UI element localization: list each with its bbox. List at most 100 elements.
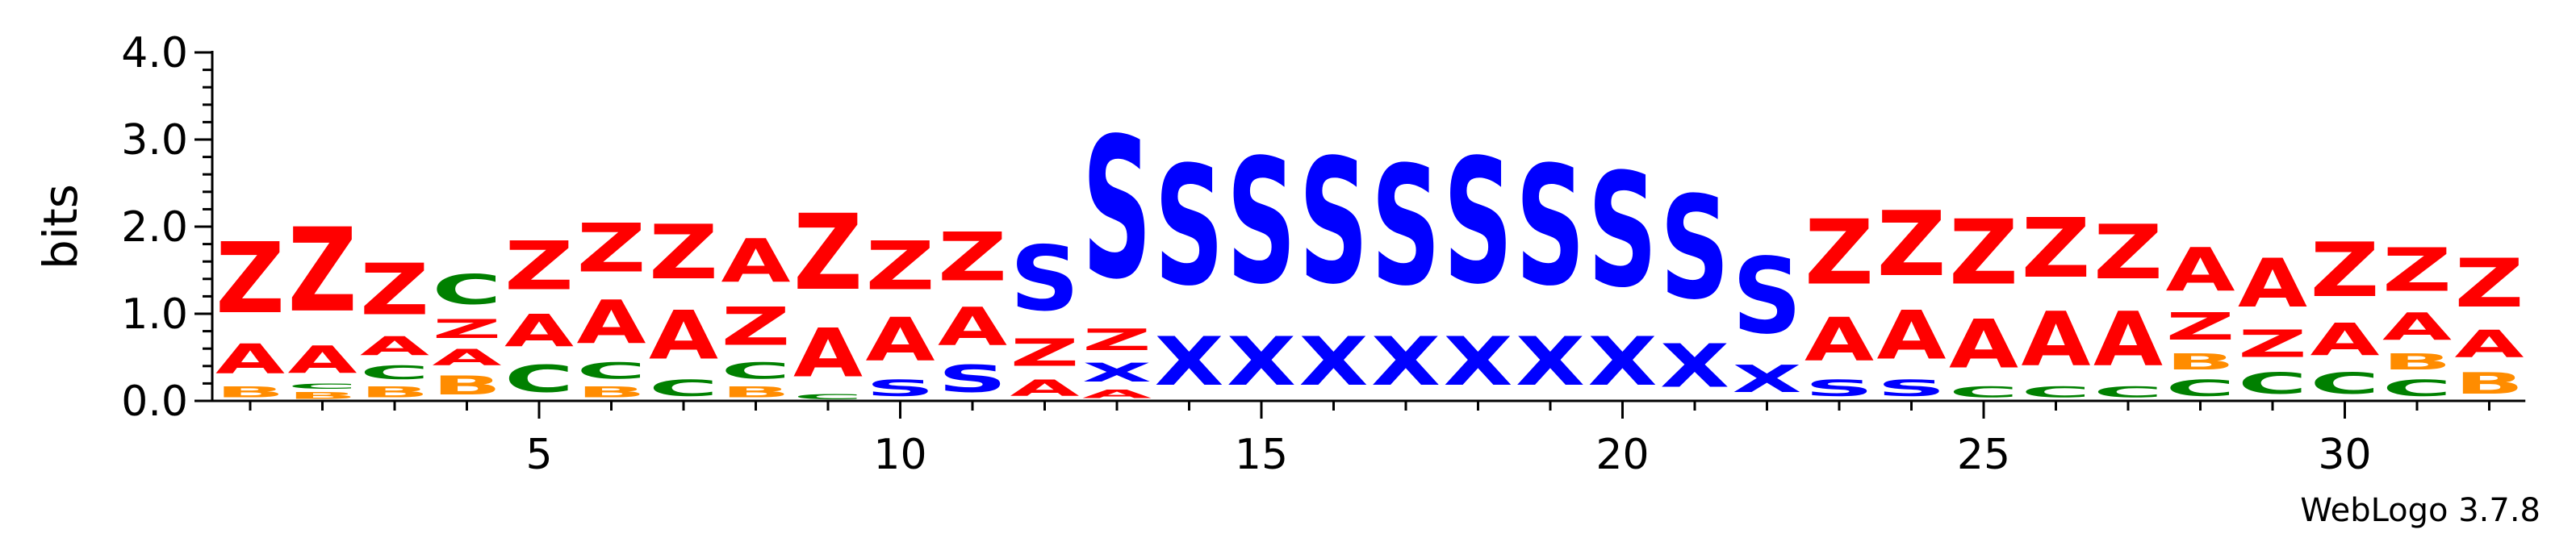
logo-letter-x-pos-15: X bbox=[1227, 323, 1296, 401]
logo-letter-a-pos-2: A bbox=[288, 339, 358, 382]
logo-letter-b-pos-6: B bbox=[577, 384, 646, 401]
logo-letter-x-pos-22: X bbox=[1733, 358, 1802, 402]
logo-letter-z-pos-31: Z bbox=[2382, 236, 2452, 305]
logo-letter-z-pos-32: Z bbox=[2455, 245, 2524, 323]
logo-letter-c-pos-2: C bbox=[287, 382, 357, 390]
logo-letter-c-pos-8: C bbox=[721, 357, 791, 383]
logo-letter-s-pos-11: S bbox=[938, 358, 1007, 402]
logo-letter-a-pos-25: A bbox=[1949, 306, 2018, 384]
x-tick-label: 20 bbox=[1595, 431, 1649, 479]
logo-letter-a-pos-4: A bbox=[433, 344, 502, 370]
logo-letter-c-pos-6: C bbox=[577, 357, 646, 383]
x-tick-label: 5 bbox=[525, 431, 552, 479]
logo-letter-c-pos-5: C bbox=[504, 357, 574, 401]
logo-letter-s-pos-23: S bbox=[1804, 375, 1874, 401]
logo-letter-c-pos-3: C bbox=[360, 362, 429, 384]
logo-letter-a-pos-1: A bbox=[215, 336, 285, 384]
logo-letter-b-pos-28: B bbox=[2166, 349, 2235, 375]
y-axis-label: bits bbox=[33, 184, 88, 269]
y-tick-label: 4.0 bbox=[121, 29, 188, 77]
logo-letter-z-pos-4: Z bbox=[433, 314, 502, 344]
logo-letter-b-pos-2: B bbox=[288, 390, 358, 401]
logo-letter-b-pos-1: B bbox=[215, 384, 285, 401]
logo-letter-s-pos-22: S bbox=[1733, 237, 1802, 358]
logo-letter-b-pos-32: B bbox=[2455, 366, 2524, 401]
logo-letter-s-pos-14: S bbox=[1155, 131, 1224, 323]
logo-letter-z-pos-24: Z bbox=[1877, 192, 1947, 296]
logo-letter-z-pos-12: Z bbox=[1010, 332, 1080, 375]
logo-letter-c-pos-28: C bbox=[2166, 375, 2235, 401]
logo-letter-c-pos-31: C bbox=[2382, 375, 2452, 401]
logo-letter-a-pos-29: A bbox=[2238, 245, 2307, 323]
y-tick-label: 3.0 bbox=[121, 116, 188, 165]
logo-letter-a-pos-6: A bbox=[577, 288, 646, 357]
logo-letter-c-pos-7: C bbox=[649, 375, 718, 401]
logo-letter-z-pos-30: Z bbox=[2310, 227, 2380, 315]
logo-letter-s-pos-13: S bbox=[1082, 96, 1152, 322]
logo-letter-a-pos-30: A bbox=[2310, 314, 2380, 365]
logo-letter-c-pos-4: C bbox=[432, 266, 501, 314]
logo-letter-x-pos-17: X bbox=[1371, 323, 1441, 401]
logo-letter-c-pos-27: C bbox=[2093, 383, 2163, 401]
x-tick-label: 15 bbox=[1235, 431, 1288, 479]
logo-letter-z-pos-28: Z bbox=[2166, 306, 2235, 349]
y-tick-label: 1.0 bbox=[121, 290, 188, 339]
logo-letter-z-pos-10: Z bbox=[866, 227, 935, 306]
logo-letter-c-pos-25: C bbox=[1949, 383, 2018, 401]
logo-letter-s-pos-19: S bbox=[1516, 131, 1585, 323]
logo-letter-s-pos-18: S bbox=[1444, 123, 1513, 323]
weblogo-credit: WebLogo 3.7.8 bbox=[2300, 492, 2540, 529]
logo-letter-x-pos-14: X bbox=[1155, 323, 1224, 401]
logo-letter-a-pos-3: A bbox=[360, 332, 429, 362]
logo-letter-x-pos-13: X bbox=[1082, 358, 1152, 388]
logo-letter-x-pos-20: X bbox=[1588, 323, 1658, 401]
logo-letter-a-pos-5: A bbox=[504, 306, 574, 357]
logo-letter-z-pos-29: Z bbox=[2238, 323, 2307, 366]
logo-letter-a-pos-27: A bbox=[2093, 297, 2163, 384]
logo-letter-x-pos-16: X bbox=[1299, 323, 1369, 401]
logo-letter-z-pos-11: Z bbox=[938, 219, 1007, 297]
x-tick-label: 30 bbox=[2318, 431, 2371, 479]
logo-letter-a-pos-12: A bbox=[1010, 375, 1080, 401]
logo-letter-z-pos-9: Z bbox=[793, 193, 863, 314]
logo-letter-s-pos-24: S bbox=[1877, 375, 1947, 401]
logo-letter-a-pos-8: A bbox=[721, 227, 791, 297]
x-tick-label: 10 bbox=[873, 431, 926, 479]
logo-letter-z-pos-6: Z bbox=[577, 210, 646, 288]
logo-letter-z-pos-3: Z bbox=[360, 248, 429, 332]
logo-letter-z-pos-13: Z bbox=[1082, 323, 1152, 357]
letter-stacks: BAZBCAZBCAZBAZCCAZBCAZCAZBCZACAZSAZSAZAZ… bbox=[215, 96, 2524, 401]
y-tick-label: 2.0 bbox=[121, 203, 188, 252]
logo-letter-a-pos-23: A bbox=[1804, 306, 1874, 375]
logo-letter-a-pos-26: A bbox=[2022, 297, 2091, 384]
logo-letter-s-pos-15: S bbox=[1227, 123, 1296, 323]
logo-letter-a-pos-31: A bbox=[2382, 306, 2452, 349]
logo-letter-c-pos-26: C bbox=[2021, 383, 2090, 401]
logo-letter-s-pos-17: S bbox=[1371, 131, 1441, 323]
logo-letter-s-pos-10: S bbox=[866, 375, 935, 401]
logo-letter-x-pos-19: X bbox=[1516, 323, 1585, 401]
logo-letter-s-pos-16: S bbox=[1299, 123, 1369, 323]
logo-letter-b-pos-4: B bbox=[433, 370, 502, 401]
logo-letter-z-pos-1: Z bbox=[215, 223, 285, 336]
logo-letter-s-pos-12: S bbox=[1010, 227, 1080, 332]
logo-letter-a-pos-24: A bbox=[1877, 297, 1947, 375]
logo-letter-s-pos-21: S bbox=[1660, 167, 1729, 331]
logo-letter-s-pos-20: S bbox=[1588, 140, 1658, 322]
logo-letter-a-pos-11: A bbox=[938, 297, 1007, 357]
logo-letter-b-pos-3: B bbox=[360, 384, 429, 401]
logo-letter-a-pos-9: A bbox=[793, 315, 863, 393]
logo-letter-z-pos-7: Z bbox=[649, 210, 718, 297]
logo-letter-z-pos-2: Z bbox=[288, 203, 358, 338]
logo-letter-c-pos-30: C bbox=[2310, 366, 2380, 401]
logo-letter-z-pos-8: Z bbox=[721, 296, 791, 357]
y-tick-label: 0.0 bbox=[121, 377, 188, 426]
logo-letter-x-pos-18: X bbox=[1444, 323, 1513, 401]
logo-letter-c-pos-29: C bbox=[2238, 366, 2307, 401]
logo-letter-z-pos-26: Z bbox=[2022, 202, 2091, 297]
logo-letter-a-pos-13: A bbox=[1082, 388, 1152, 401]
logo-letter-a-pos-28: A bbox=[2166, 236, 2235, 305]
logo-letter-a-pos-7: A bbox=[649, 297, 718, 375]
